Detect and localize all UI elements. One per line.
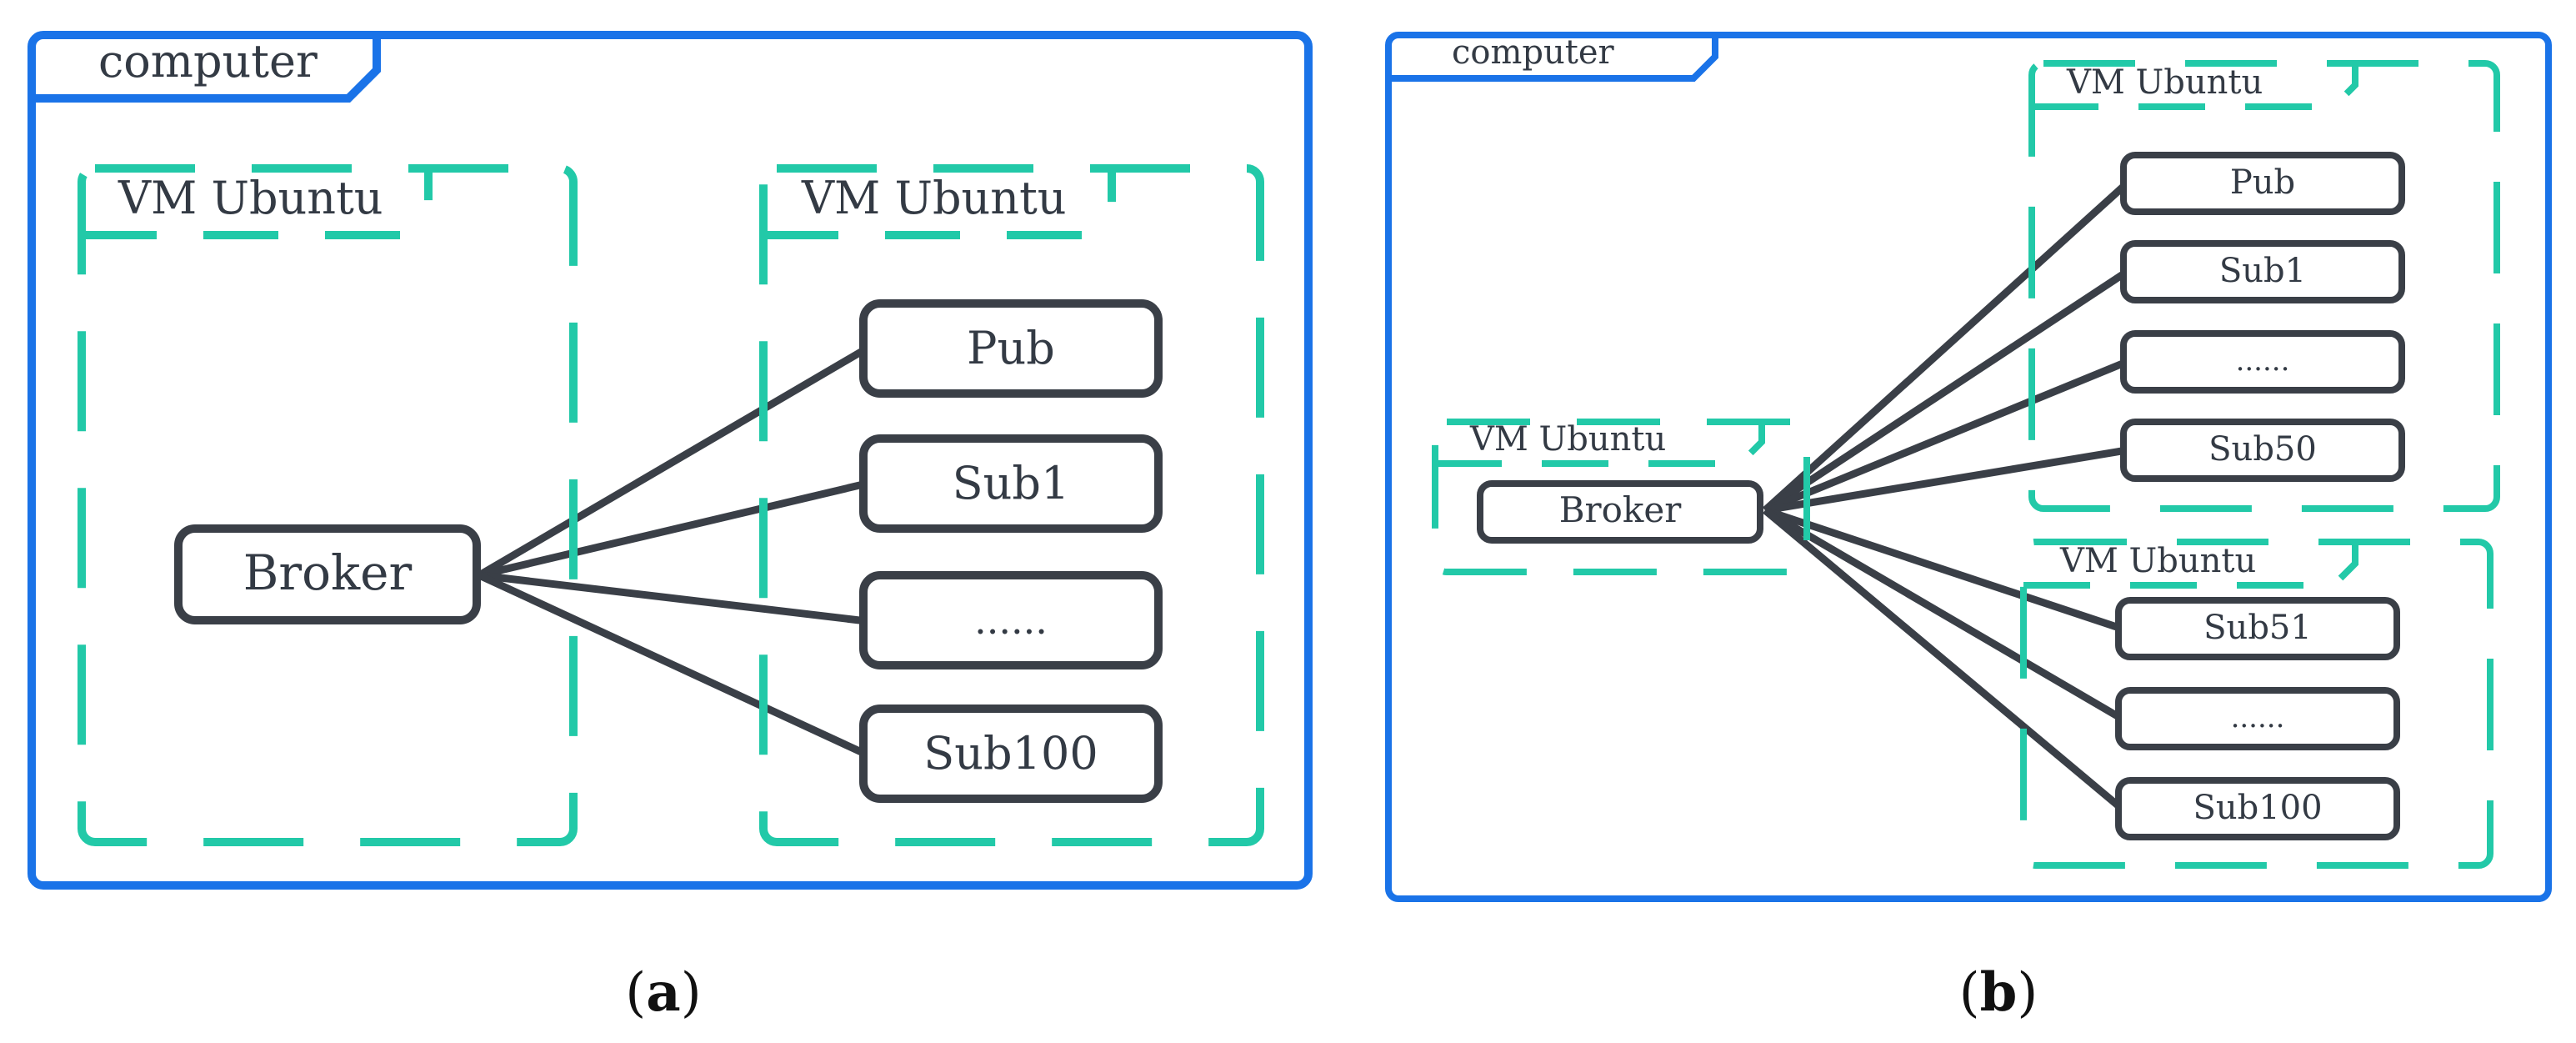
client-label: Sub100 <box>923 727 1098 780</box>
caption-a-letter: a <box>646 961 680 1024</box>
link-broker-pub <box>477 345 869 579</box>
client-label: Pub <box>967 322 1055 374</box>
vm-frame-left-a: VM Ubuntu <box>78 164 578 846</box>
computer-frame-a: computer <box>28 31 1313 890</box>
link-broker-ellipsis <box>478 571 868 625</box>
panel-a-links <box>477 345 869 759</box>
broker-node-b: Broker <box>1477 480 1763 544</box>
link-broker-sub100 <box>1763 507 2124 812</box>
client-node-pub-b: Pub <box>2120 152 2405 215</box>
link-broker-sub1 <box>1763 268 2129 514</box>
client-label: ...... <box>2236 344 2290 378</box>
vm-label-bottom-b: VM Ubuntu <box>2059 542 2256 580</box>
client-node-ellipsis-a: ...... <box>859 571 1163 669</box>
client-label: Sub1 <box>953 457 1070 509</box>
caption-a: (a) <box>625 961 701 1024</box>
vm-label-left-a: VM Ubuntu <box>118 172 383 224</box>
client-node-sub100-b: Sub100 <box>2115 777 2400 840</box>
client-node-sub50-b: Sub50 <box>2120 419 2405 482</box>
client-label: ...... <box>2231 701 2285 735</box>
client-node-sub1-a: Sub1 <box>859 434 1163 533</box>
client-node-sub51-b: Sub51 <box>2115 597 2400 660</box>
link-broker-sub100 <box>478 571 868 759</box>
client-node-sub100-a: Sub100 <box>859 705 1163 803</box>
vm-frame-top-b: VM Ubuntu <box>2028 60 2500 512</box>
client-label: Sub100 <box>2193 789 2322 827</box>
client-node-ellipsis-top-b: ...... <box>2120 330 2405 394</box>
link-broker-ellipsis-bottom <box>1763 507 2124 722</box>
broker-node-a: Broker <box>174 524 481 624</box>
client-label: Sub1 <box>2219 252 2306 290</box>
client-node-sub1-b: Sub1 <box>2120 240 2405 303</box>
computer-frame-b: computer <box>1385 32 2552 902</box>
link-broker-pub <box>1762 180 2130 514</box>
panel-b: computer VM Ubuntu VM Ubuntu VM Ubuntu B… <box>1385 32 2552 902</box>
vm-frame-broker-b: VM Ubuntu <box>1432 419 1810 575</box>
vm-label-top-b: VM Ubuntu <box>2066 63 2263 102</box>
caption-b: (b) <box>1959 961 2038 1024</box>
client-label: Sub51 <box>2203 609 2312 647</box>
broker-label-a: Broker <box>243 544 413 601</box>
panel-a: computer VM Ubuntu VM Ubuntu Broker Pub … <box>28 31 1313 890</box>
link-broker-ellipsis-top <box>1763 358 2128 514</box>
panel-b-links <box>1762 180 2130 812</box>
vm-frame-right-a: VM Ubuntu <box>759 164 1264 846</box>
caption-b-letter: b <box>1980 961 2018 1024</box>
link-broker-sub51 <box>1763 506 2123 633</box>
computer-label-b: computer <box>1452 33 1615 72</box>
vm-label-broker-b: VM Ubuntu <box>1469 420 1666 459</box>
link-broker-sub50 <box>1764 446 2128 514</box>
computer-label-a: computer <box>98 35 318 88</box>
link-broker-sub1 <box>478 479 868 579</box>
client-node-pub-a: Pub <box>859 299 1163 398</box>
client-label: ...... <box>974 598 1048 643</box>
client-node-ellipsis-bottom-b: ...... <box>2115 687 2400 750</box>
vm-frame-bottom-b: VM Ubuntu <box>2020 539 2493 869</box>
broker-label-b: Broker <box>1559 489 1683 530</box>
vm-label-right-a: VM Ubuntu <box>801 172 1067 224</box>
client-label: Pub <box>2230 163 2295 202</box>
client-label: Sub50 <box>2208 430 2317 469</box>
